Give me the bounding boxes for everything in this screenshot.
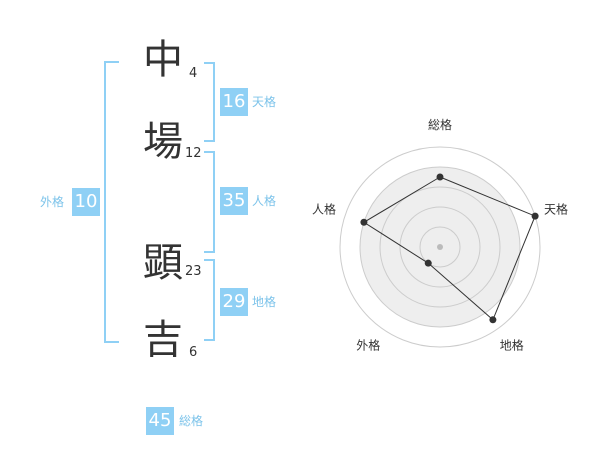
jin-label: 人格 — [252, 194, 277, 208]
radar-axis-label-5: 人格 — [312, 201, 336, 216]
radar-ring-1 — [419, 226, 461, 268]
radar-axis-label-2: 天格 — [544, 201, 568, 216]
radar-center-dot — [437, 244, 443, 250]
radar-axis-label-4: 外格 — [356, 338, 380, 353]
radar-point-2 — [531, 212, 539, 220]
radar-axis-label-1: 総格 — [428, 117, 452, 132]
sou-value-badge: 45 — [146, 407, 174, 435]
name-char-2: 場 — [143, 119, 183, 165]
gai-label: 外格 — [40, 195, 65, 209]
stroke-count-4: 6 — [189, 345, 198, 360]
ten-bracket — [204, 62, 215, 142]
jin-value-badge: 35 — [220, 187, 248, 215]
chi-value-badge: 29 — [220, 288, 248, 316]
radar-point-1 — [436, 173, 444, 181]
stroke-count-2: 12 — [185, 146, 202, 161]
sou-label: 総格 — [179, 414, 204, 428]
name-char-1: 中 — [143, 37, 183, 83]
radar-series-polygon — [362, 176, 536, 321]
ten-value-badge: 16 — [220, 88, 248, 116]
radar-point-3 — [489, 316, 497, 324]
name-char-4: 吉 — [143, 317, 183, 363]
name-char-3: 顕 — [143, 240, 183, 286]
chi-label: 地格 — [252, 295, 277, 309]
chi-bracket — [204, 259, 215, 341]
radar-point-5 — [360, 218, 368, 226]
radar-axis-label-3: 地格 — [500, 338, 524, 353]
jin-bracket — [204, 151, 215, 253]
radar-ring-3 — [379, 186, 501, 308]
radar-ring-5 — [339, 146, 541, 348]
outer-bracket — [104, 61, 119, 343]
radar-point-4 — [424, 259, 432, 267]
ten-label: 天格 — [252, 95, 277, 109]
stroke-count-1: 4 — [189, 66, 198, 81]
stroke-count-3: 23 — [185, 264, 202, 279]
gai-value-badge: 10 — [72, 188, 100, 216]
radar-ring-2 — [399, 206, 481, 288]
radar-ring-4 — [359, 166, 521, 328]
